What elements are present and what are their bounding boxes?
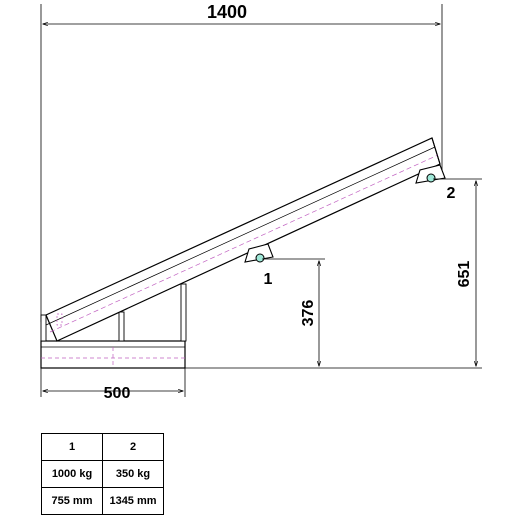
jib-arm-flange-top [45,146,436,326]
lifting-eye-1-hole [255,253,265,263]
support-post-short [118,311,125,342]
table-row-capacity: 1000 kg 350 kg [41,460,164,488]
jib-arm-body [45,137,441,342]
jib-arm-hidden-line [49,154,439,333]
jib-supports [118,283,187,342]
base-frame [40,314,186,369]
dimension-label-651: 651 [456,261,473,288]
table-cell-point-2: 2 [102,433,164,461]
dimension-label-1400: 1400 [207,2,247,22]
pivot-post [40,314,47,342]
table-cell-reach-1: 755 mm [41,487,103,515]
lifting-eye-1: 1 [244,243,274,288]
lifting-eye-2: 2 [415,164,456,202]
jib-arm [45,137,441,342]
height-dimension-376: 376 [262,258,325,366]
load-capacity-table: 1 2 1000 kg 350 kg 755 mm 1345 mm [41,433,164,515]
table-cell-capacity-2: 350 kg [102,460,164,488]
base-length-dimension: 500 [40,368,186,402]
table-cell-capacity-1: 1000 kg [41,460,103,488]
table-cell-reach-2: 1345 mm [102,487,164,515]
jib-arm-end-plate [431,137,441,165]
support-post-tall [180,283,187,342]
dimension-label-500: 500 [104,385,131,402]
table-cell-point-1: 1 [41,433,103,461]
height-dimension-651: 651 [433,178,482,366]
dimension-label-376: 376 [300,300,317,327]
table-row-reach: 755 mm 1345 mm [41,487,164,515]
table-header-row: 1 2 [41,433,164,461]
lifting-point-2-label: 2 [447,185,456,202]
overall-length-dimension: 1400 [40,2,443,322]
lifting-eye-2-hole [426,173,436,183]
lifting-point-1-label: 1 [264,271,273,288]
